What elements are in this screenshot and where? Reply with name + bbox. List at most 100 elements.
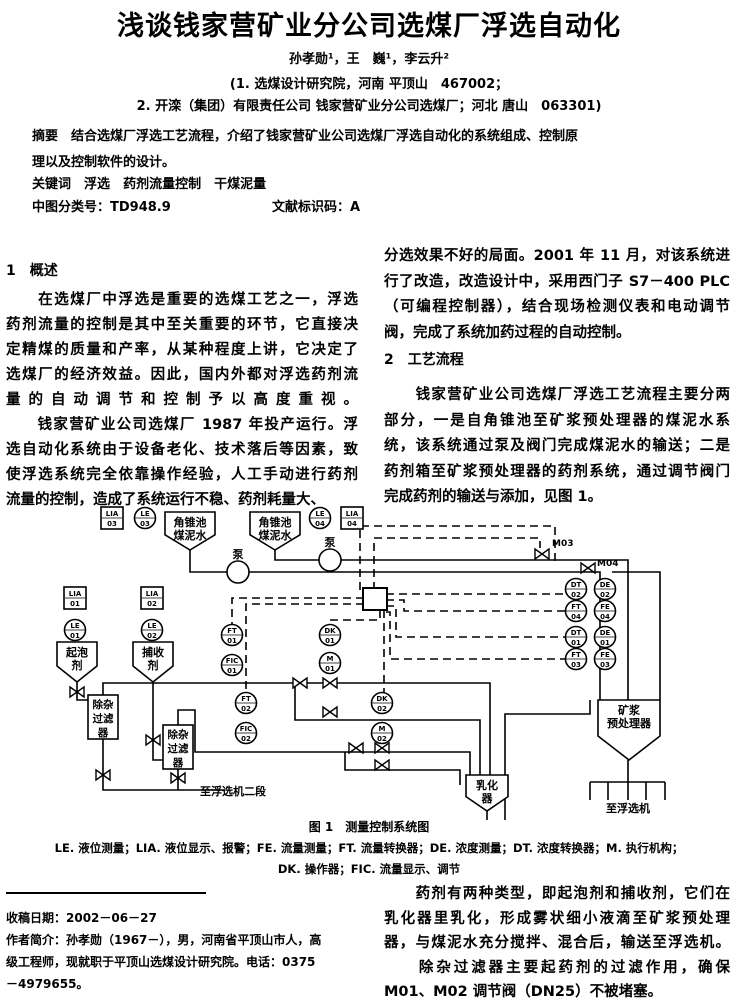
document-code: 文献标识码：A: [272, 199, 360, 217]
instrument-type: LE: [70, 622, 79, 630]
classification-label: 中图分类号：: [32, 200, 111, 215]
instrument-number: 01: [600, 639, 610, 647]
instrument-number: 01: [227, 637, 237, 645]
instrument-number: 01: [70, 632, 80, 640]
keywords: 关键词 浮选 药剂流量控制 干煤泥量: [32, 176, 266, 194]
impurity-filter: [87, 694, 119, 740]
frother-tank: [56, 641, 98, 684]
paper-title: 浅谈钱家营矿业分公司选煤厂浮选自动化: [117, 11, 621, 42]
section-1-heading: 1 概述: [6, 263, 58, 279]
instrument-type: FE: [600, 603, 610, 611]
instrument-number: 02: [147, 600, 157, 608]
impurity-filter: [162, 724, 194, 770]
instrument-type: LIA: [69, 590, 82, 598]
text-line: 定精煤的质量和产率，从某种程度上讲，它决定了: [6, 342, 358, 358]
abstract: 摘要 结合选煤厂浮选工艺流程，介绍了钱家营矿业公司选煤厂浮选自动化的系统组成、控…: [32, 128, 712, 146]
instrument-type: FT: [227, 627, 237, 635]
text-line: 阀，完成了系统加药过程的自动控制。: [384, 324, 631, 341]
classification-value: TD948.9: [110, 200, 171, 215]
filter-label: 过滤: [168, 742, 189, 755]
instrument-number: 03: [571, 661, 581, 669]
text-line: 在选煤厂中浮选是重要的选煤工艺之一，浮选: [6, 292, 358, 308]
instrument-number: 02: [377, 735, 387, 743]
instrument-lia-04: LIA 04: [340, 506, 364, 530]
pretreater-label: 预处理器: [607, 716, 652, 730]
instrument-number: 02: [241, 705, 251, 713]
instrument-number: 01: [227, 667, 237, 675]
instrument-number: 03: [600, 661, 610, 669]
instrument-type: FT: [241, 695, 251, 703]
cone-tank-label: 煤泥水: [174, 528, 208, 542]
signal-lines: [231, 525, 565, 693]
figure-1-diagram: 角锥池煤泥水角锥池煤泥水起泡剂捕收剂矿浆预处理器乳化器泵泵除杂过滤器除杂过滤器M…: [56, 506, 666, 820]
text-line: 药剂有两种类型，即起泡剂和捕收剂，它们在: [384, 886, 730, 902]
text-line: 乳化器里乳化，形成雾状细小液滴至矿浆预处理: [384, 910, 730, 927]
instrument-number: 03: [107, 520, 117, 528]
affiliation-2: 2. 开滦（集团）有限责任公司 钱家营矿业分公司选煤厂；河北 唐山 063301…: [136, 99, 602, 114]
cone-tank: [164, 511, 216, 551]
instrument-type: DE: [600, 629, 611, 637]
instrument-lia-01: LIA 01: [63, 586, 87, 610]
abstract-text: 结合选煤厂浮选工艺流程，介绍了钱家营矿业公司选煤厂浮选自动化的系统组成、控制原: [71, 129, 579, 144]
instrument-type: LE: [147, 622, 156, 630]
text-line: 选自动化系统由于设备老化、技术落后等因素，致: [6, 442, 358, 458]
plc-box: [362, 587, 388, 611]
pump-label: 泵: [325, 536, 336, 549]
filter-label: 器: [172, 757, 184, 769]
cone-tank: [249, 511, 301, 551]
text-line: （可编程控制器），结合现场检测仪表和电动调节: [384, 299, 730, 315]
text-line: 选煤厂的经济效益。因此，国内外都对浮选药剂流: [6, 367, 358, 383]
instrument-number: 01: [325, 637, 335, 645]
valve-icon: [374, 741, 390, 755]
instrument-number: 04: [571, 613, 581, 621]
filter-label: 器: [97, 727, 109, 739]
figure-caption: 图 1 测量控制系统图: [308, 820, 430, 834]
text-line: 器，与煤泥水充分搅拌、混合后，输送至浮选机。: [384, 935, 730, 951]
doc-code-value: A: [350, 200, 361, 215]
valve-icon: [322, 705, 338, 719]
text-line: 钱家营矿业公司选煤厂 1987 年投产运行。浮: [6, 417, 358, 433]
text-line: 药剂流量的控制是其中至关重要的环节，它直接决: [6, 317, 358, 333]
instrument-type: LE: [315, 510, 324, 518]
classification: 中图分类号：TD948.9: [32, 199, 171, 217]
instrument-number: 01: [70, 600, 80, 608]
author-bio-2: 级工程师，现就职于平顶山选煤设计研究院。电话：0375: [6, 955, 316, 969]
author-bio-3: －4979655。: [6, 977, 89, 991]
text-line: 除杂过滤器主要起药剂的过滤作用，确保: [384, 959, 730, 976]
author-bio-1: 作者简介：孙孝勋（1967－），男，河南省平顶山市人，高: [6, 933, 322, 947]
pump-icon: [318, 548, 342, 572]
instrument-ft-01: FT 01: [220, 623, 244, 647]
instrument-number: 04: [347, 520, 357, 528]
instrument-type: FT: [571, 603, 581, 611]
text-line: 钱家营矿业公司选煤厂浮选工艺流程主要分两: [384, 387, 730, 403]
instrument-number: 02: [147, 632, 157, 640]
text-line: 分选效果不好的局面。2001 年 11 月，对该系统进: [384, 248, 730, 264]
instrument-fe-03: FE 03: [593, 647, 617, 671]
authors: 孙孝勋¹，王 巍¹，李云升²: [288, 52, 450, 67]
text-line: M01、M02 调节阀（DN25）不被堵塞。: [384, 984, 663, 1000]
equipment: 角锥池煤泥水角锥池煤泥水起泡剂捕收剂矿浆预处理器乳化器泵泵除杂过滤器除杂过滤器M…: [56, 511, 661, 815]
instrument-type: DE: [600, 581, 611, 589]
valve-icon: [145, 733, 161, 747]
doc-code-label: 文献标识码：: [272, 200, 351, 215]
keywords-label: 关键词: [32, 177, 72, 192]
instrument-type: FE: [600, 651, 610, 659]
text-line: 部分，一是自角锥池至矿浆预处理器的煤泥水系: [384, 412, 730, 429]
instrument-number: 01: [325, 665, 335, 673]
pump-icon: [226, 560, 250, 584]
filter-label: 过滤: [93, 712, 114, 725]
emulsifier-label: 乳化: [476, 778, 498, 792]
instrument-type: LIA: [346, 510, 359, 518]
valve-icon: [580, 561, 596, 575]
valve-label: M03: [552, 539, 573, 549]
to-flotation-label: 至浮选机: [606, 801, 650, 815]
keyword: 药剂流量控制: [123, 177, 202, 192]
instrument-type: M: [327, 655, 334, 663]
figure-legend-2: DK. 操作器；FIC. 流量显示、调节: [277, 862, 461, 876]
